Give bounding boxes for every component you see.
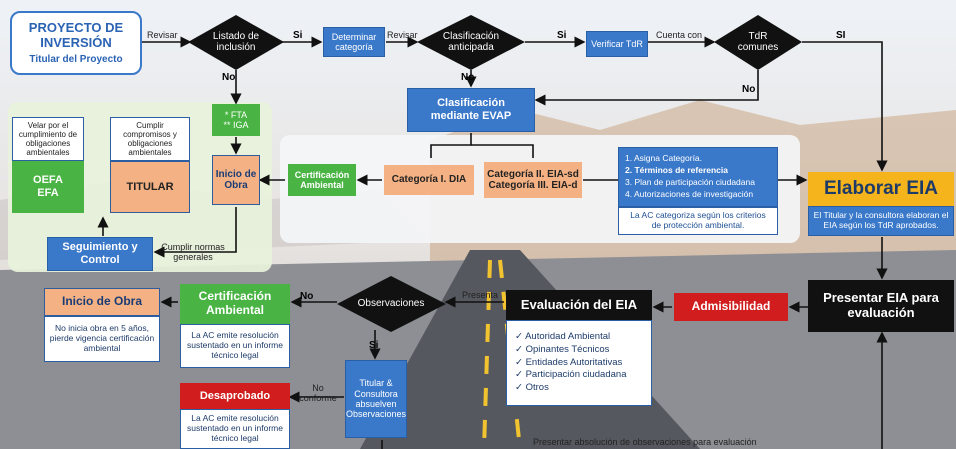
- label-cumplir-normas: Cumplir normas generales: [161, 242, 225, 262]
- evaluacion-list-box: ✓ Autoridad Ambiental ✓ Opinantes Técnic…: [506, 320, 652, 406]
- velar-box: Velar por el cumplimiento de obligacione…: [12, 117, 84, 161]
- verificar-tdr-box[interactable]: Verificar TdR: [586, 31, 648, 57]
- clasificacion-anticipada-label[interactable]: Clasificación anticipada: [442, 30, 500, 54]
- certificacion-top-box[interactable]: Certificación Ambiental: [288, 164, 356, 196]
- desaprobado-desc: La AC emite resolución sustentado en un …: [180, 409, 290, 449]
- label-no-1: No: [222, 72, 236, 83]
- seguimiento-box[interactable]: Seguimiento y Control: [47, 237, 153, 271]
- label-si-4: Si: [369, 340, 379, 351]
- certificacion-bottom-desc: La AC emite resolución sustentado en un …: [180, 324, 290, 368]
- certificacion-bottom-box[interactable]: Certificación Ambiental: [180, 284, 290, 324]
- project-subtitle: Titular del Proyecto: [29, 53, 123, 65]
- project-box[interactable]: PROYECTO DE INVERSIÓN Titular del Proyec…: [10, 11, 142, 75]
- label-presenta: Presenta: [462, 290, 499, 300]
- evaluacion-eia-box[interactable]: Evaluación del EIA: [506, 290, 652, 320]
- listado-label[interactable]: Listado de inclusión: [212, 30, 260, 54]
- label-si-3: SI: [836, 30, 846, 41]
- label-si-1: Si: [293, 30, 303, 41]
- list-item: 4. Autorizaciones de investigación: [625, 188, 754, 199]
- list-item: ✓ Autoridad Ambiental: [515, 330, 611, 342]
- list-item: 1. Asigna Categoría.: [625, 153, 703, 164]
- inicio-obra-top-box[interactable]: Inicio de Obra: [212, 155, 260, 205]
- cumplir-box: Cumplir compromisos y obligaciones ambie…: [110, 117, 190, 161]
- inicio-obra-bottom-box[interactable]: Inicio de Obra: [44, 288, 160, 316]
- decision-tdr: [714, 15, 802, 70]
- project-title: PROYECTO DE INVERSIÓN: [28, 19, 124, 50]
- titular-box[interactable]: TITULAR: [110, 161, 190, 213]
- elaborar-eia-box[interactable]: Elaborar EIA: [808, 172, 954, 206]
- decision-observaciones: [337, 276, 446, 332]
- decision-clasificacion: [417, 15, 525, 70]
- list-item: ✓ Opinantes Técnicos: [515, 343, 610, 355]
- label-no-4: No: [300, 291, 314, 302]
- list-item: 3. Plan de participación ciudadana: [625, 177, 755, 187]
- label-no-2: No: [461, 72, 475, 83]
- label-revisar-1: Revisar: [147, 30, 178, 40]
- list-item: 2. Términos de referencia: [625, 165, 728, 176]
- decision-listado: [188, 15, 284, 70]
- label-presentar-absolucion: Presentar absolución de observaciones pa…: [533, 437, 757, 447]
- desaprobado-box[interactable]: Desaprobado: [180, 383, 290, 409]
- label-no-3: No: [742, 84, 756, 95]
- label-si-2: Si: [557, 30, 567, 41]
- label-cuenta-con: Cuenta con: [656, 30, 703, 40]
- list-item: ✓ Participación ciudadana: [515, 369, 627, 381]
- clasificacion-evap-box[interactable]: Clasificación mediante EVAP: [407, 88, 535, 132]
- inicio-obra-bottom-desc: No inicia obra en 5 años, pierde vigenci…: [44, 316, 160, 362]
- procedimientos-list-box: 1. Asigna Categoría. 2. Términos de refe…: [618, 147, 778, 207]
- titular-consultora-box[interactable]: Titular & Consultora absuelven Observaci…: [345, 360, 407, 438]
- label-no-conforme: No conforme: [299, 383, 337, 403]
- admisibilidad-box[interactable]: Admisibilidad: [674, 293, 788, 321]
- fta-iga-box[interactable]: * FTA ** IGA: [212, 104, 260, 136]
- presentar-eia-box[interactable]: Presentar EIA para evaluación: [808, 280, 954, 332]
- tdr-comunes-label[interactable]: TdR comunes: [737, 30, 779, 54]
- list-item: ✓ Otros: [515, 382, 549, 394]
- oefa-box[interactable]: OEFA EFA: [12, 161, 84, 213]
- categoria-2-3-box[interactable]: Categoría II. EIA-sd Categoría III. EIA-…: [484, 162, 582, 198]
- elaborar-eia-desc: El Titular y la consultora elaboran el E…: [808, 206, 954, 236]
- categoria-1-box[interactable]: Categoría I. DIA: [384, 165, 474, 195]
- observaciones-label[interactable]: Observaciones: [357, 298, 425, 310]
- label-revisar-2: Revisar: [387, 30, 418, 40]
- determinar-categoria-box[interactable]: Determinar categoría: [323, 27, 385, 57]
- list-item: ✓ Entidades Autoritativas: [515, 356, 623, 368]
- ac-categoriza-box: La AC categoriza según los criterios de …: [618, 207, 778, 235]
